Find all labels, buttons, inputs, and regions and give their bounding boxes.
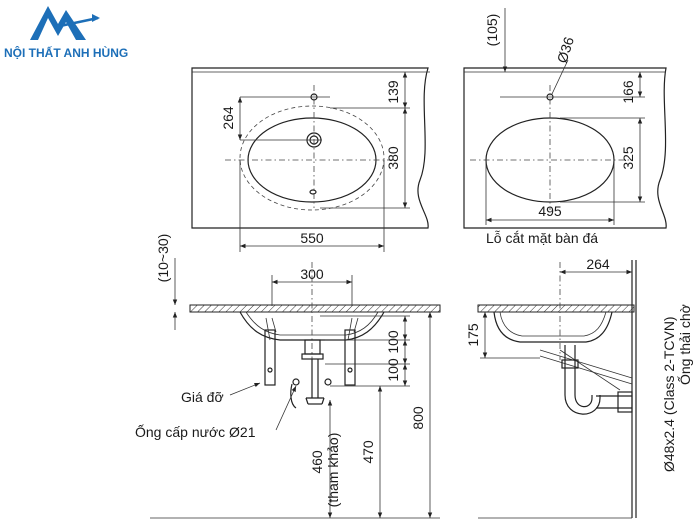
dim-470: 470 [360,440,376,464]
dim-460-reference-note: (tham khảo) [325,433,341,508]
dim-166: 166 [620,80,636,104]
dim-264-top-left: 264 [220,106,236,130]
cutout-caption: Lỗ cắt mặt bàn đá [486,230,598,246]
dim-380: 380 [385,146,401,170]
bottom-left-front-elevation: 300 (10~30) 100 100 470 800 [135,234,441,519]
dim-300: 300 [300,266,324,282]
dim-175: 175 [465,323,481,347]
mountain-logo-icon [30,6,100,40]
dim-105: (105) [484,14,500,47]
label-drain-spec: Ø48x2.4 (Class 2-TCVN) [661,316,677,472]
dim-10-30: (10~30) [155,234,171,283]
brand-logo: NỘI THẤT ANH HÙNG [4,6,128,60]
dim-550: 550 [300,230,324,246]
dim-800: 800 [410,406,426,430]
brand-name: NỘI THẤT ANH HÙNG [4,45,128,60]
dim-495: 495 [538,203,562,219]
dim-d36: Ø36 [554,35,577,65]
label-bracket: Giá đỡ [181,389,224,405]
bottom-right-side-elevation: 264 175 Ø48x2.4 (Class 2-TCVN) Ống thải … [465,256,693,519]
dim-264-side: 264 [586,256,610,272]
dim-325: 325 [620,146,636,170]
dim-100-upper: 100 [385,330,401,354]
dim-100-lower: 100 [385,358,401,382]
label-drain-pipe: Ống thải chờ [676,304,693,385]
top-right-cutout-view: (105) Ø36 166 325 495 Lỗ cắt mặt bàn đá [463,8,667,246]
label-supply-pipe: Ống cấp nước Ø21 [135,423,256,440]
dim-139: 139 [385,80,401,104]
dim-460: 460 [309,450,325,474]
top-left-plan-view: 264 139 380 550 [191,67,430,252]
